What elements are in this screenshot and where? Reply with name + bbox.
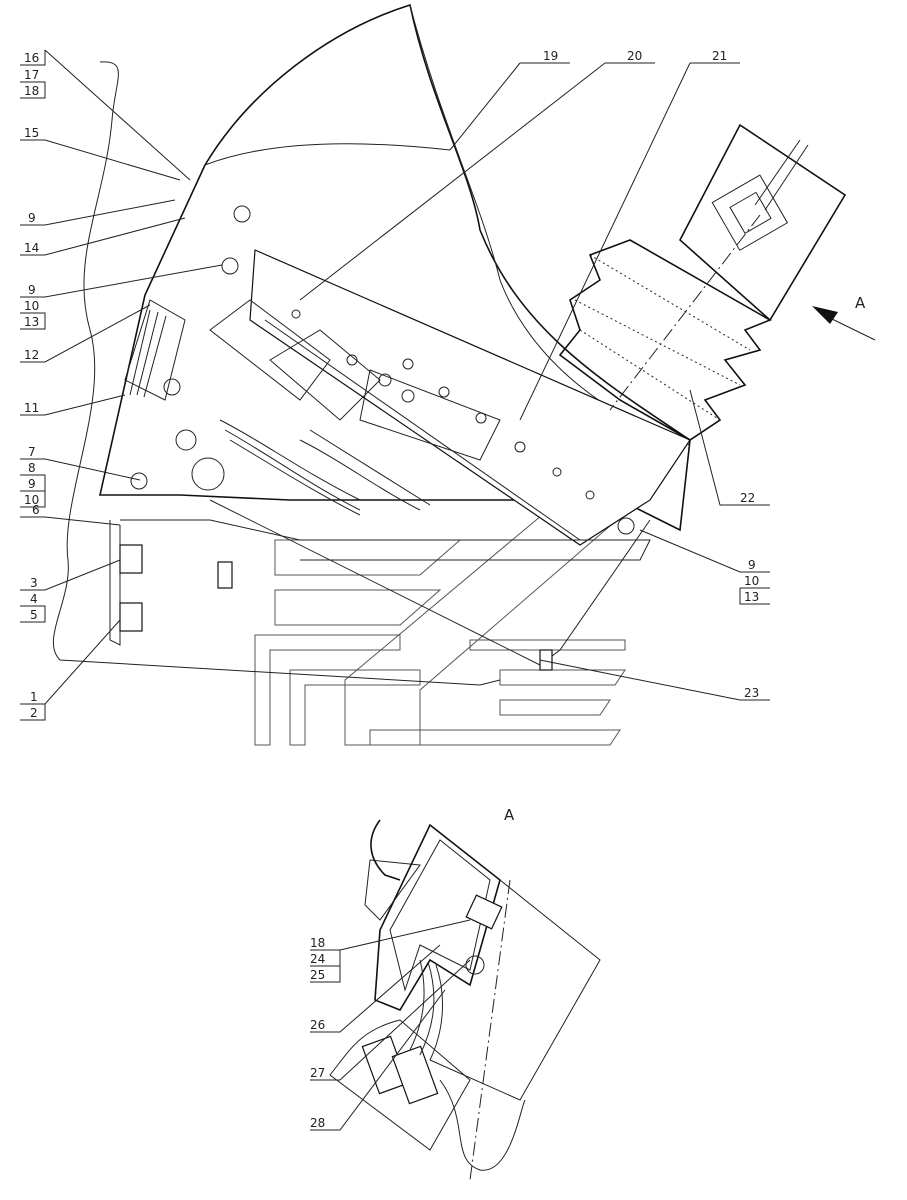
callout-19: 19: [543, 49, 558, 63]
detail-view-a: [329, 819, 601, 1181]
callout-8: 8: [28, 461, 36, 475]
callout-13: 13: [24, 315, 39, 329]
callout-25: 25: [310, 968, 325, 982]
callout-12: 12: [24, 348, 39, 362]
callout-6: 6: [32, 503, 40, 517]
callout-3: 3: [30, 576, 38, 590]
callout-9: 9: [28, 211, 36, 225]
callout-24: 24: [310, 952, 325, 966]
callout-18: 18: [310, 936, 325, 950]
callout-20: 20: [627, 49, 642, 63]
view-arrow: [829, 317, 876, 341]
detail-view-title: A: [504, 806, 515, 824]
callout-21: 21: [712, 49, 727, 63]
callout-2: 2: [30, 706, 38, 720]
joystick: [558, 123, 847, 441]
callout-16: 16: [24, 51, 39, 65]
callout-4: 4: [30, 592, 38, 606]
view-arrow-head: [812, 306, 838, 324]
callout-10: 10: [744, 574, 759, 588]
callout-22: 22: [740, 491, 755, 505]
callout-17: 17: [24, 68, 39, 82]
callout-9: 9: [28, 283, 36, 297]
view-label-a: A: [855, 294, 866, 312]
callout-27: 27: [310, 1066, 325, 1080]
detail-leader-lines: [310, 919, 471, 1131]
callout-11: 11: [24, 401, 39, 415]
callout-23: 23: [744, 686, 759, 700]
callout-18: 18: [24, 84, 39, 98]
callout-26: 26: [310, 1018, 325, 1032]
leader-lines: [20, 49, 770, 721]
callout-28: 28: [310, 1116, 325, 1130]
callout-9: 9: [748, 558, 756, 572]
callout-1: 1: [30, 690, 38, 704]
callout-7: 7: [28, 445, 36, 459]
callout-15: 15: [24, 126, 39, 140]
callout-13: 13: [744, 590, 759, 604]
console-body: [99, 3, 691, 671]
callout-10: 10: [24, 299, 39, 313]
callout-14: 14: [24, 241, 39, 255]
callout-5: 5: [30, 608, 38, 622]
break-line: [52, 61, 501, 686]
callout-10: 10: [24, 493, 39, 507]
callout-9: 9: [28, 477, 36, 491]
